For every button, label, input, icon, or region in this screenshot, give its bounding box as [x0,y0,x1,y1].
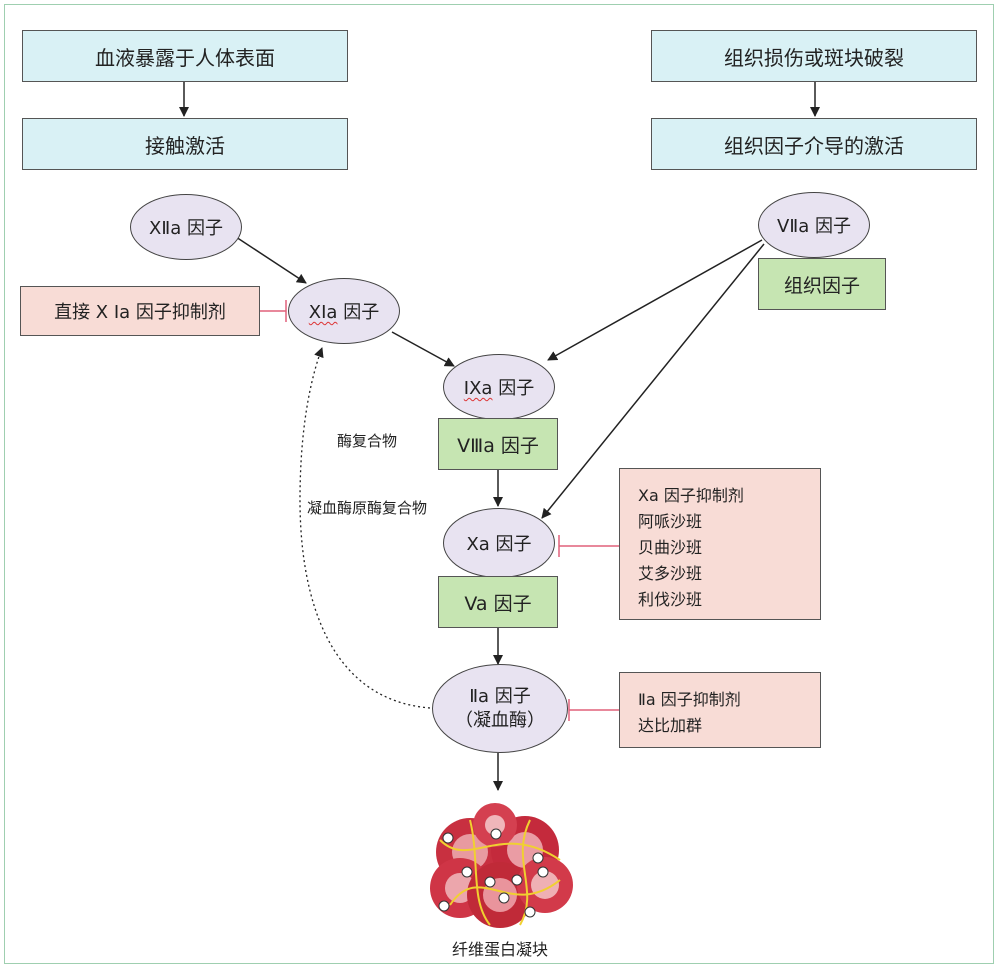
node-factor-7a-label: VⅡa 因子 [777,216,851,237]
node-factor-9a-label: IXa 因子 [464,374,534,400]
box-tissue-factor-activation: 组织因子介导的激活 [651,118,977,170]
node-factor-7a: VⅡa 因子 [758,192,870,258]
box-tissue-injury: 组织损伤或斑块破裂 [651,30,977,82]
box-direct-11a-inhibitor-label: 直接 X Ⅰa 因子抑制剂 [54,302,226,323]
node-factor-9a: IXa 因子 [443,354,555,420]
node-factor-12a: XⅡa 因子 [130,194,242,260]
box-factor-5a: Va 因子 [438,576,558,628]
fibrin-clot-image [430,803,573,928]
node-factor-11a-prefix: XIa [308,302,338,323]
box-factor-8a: VⅢa 因子 [438,418,558,470]
box-blood-exposure-label: 血液暴露于人体表面 [95,45,275,70]
inhibitor-item: 贝曲沙班 [638,538,703,557]
box-factor-8a-label: VⅢa 因子 [457,434,539,457]
label-prothrombinase-complex: 凝血酶原酶复合物 [307,499,428,517]
diagram-frame [4,4,994,964]
box-2a-inhibitors: Ⅱa 因子抑制剂 达比加群 [619,672,821,748]
node-factor-11a: XIa 因子 [288,278,400,344]
node-factor-2a-label: Ⅱa 因子 [469,685,531,707]
box-10a-inhibitors: Xa 因子抑制剂 阿哌沙班 贝曲沙班 艾多沙班 利伐沙班 [619,468,821,620]
arrow-12a-to-11a [235,236,307,284]
arrow-11a-to-9a [391,331,455,367]
feedback-2a-to-11a [299,347,431,709]
box-tissue-injury-label: 组织损伤或斑块破裂 [724,45,904,70]
node-factor-11a-label: XIa 因子 [309,298,379,324]
node-thrombin-label: （凝血酶） [455,709,545,731]
box-contact-activation-label: 接触激活 [145,133,225,158]
node-factor-10a: Xa 因子 [443,508,555,578]
box-factor-5a-label: Va 因子 [464,592,532,615]
box-10a-inhibitors-title: Xa 因子抑制剂 [638,486,744,505]
node-factor-2a-thrombin: Ⅱa 因子 （凝血酶） [432,664,568,753]
node-factor-10a-label: Xa 因子 [466,534,532,555]
inhibitor-item: 艾多沙班 [638,564,703,583]
inhibitor-item: 阿哌沙班 [638,512,703,531]
inhibitor-item: 利伐沙班 [638,590,703,609]
node-factor-9a-suffix: 因子 [492,378,535,399]
inhibitor-item: 达比加群 [638,716,703,735]
box-blood-exposure: 血液暴露于人体表面 [22,30,348,82]
box-tissue-factor: 组织因子 [758,258,886,310]
node-factor-11a-suffix: 因子 [337,302,380,323]
box-tissue-factor-label: 组织因子 [783,274,860,297]
box-direct-11a-inhibitor: 直接 X Ⅰa 因子抑制剂 [20,286,260,336]
node-factor-12a-label: XⅡa 因子 [149,218,223,239]
box-tissue-factor-activation-label: 组织因子介导的激活 [724,133,904,158]
arrow-7a-to-9a [547,239,763,361]
label-fibrin-clot: 纤维蛋白凝块 [452,940,549,959]
label-enzyme-complex: 酶复合物 [337,432,398,450]
node-factor-9a-prefix: IXa [463,378,493,399]
box-2a-inhibitors-title: Ⅱa 因子抑制剂 [638,690,741,709]
arrow-7a-to-10a [541,243,765,519]
box-contact-activation: 接触激活 [22,118,348,170]
